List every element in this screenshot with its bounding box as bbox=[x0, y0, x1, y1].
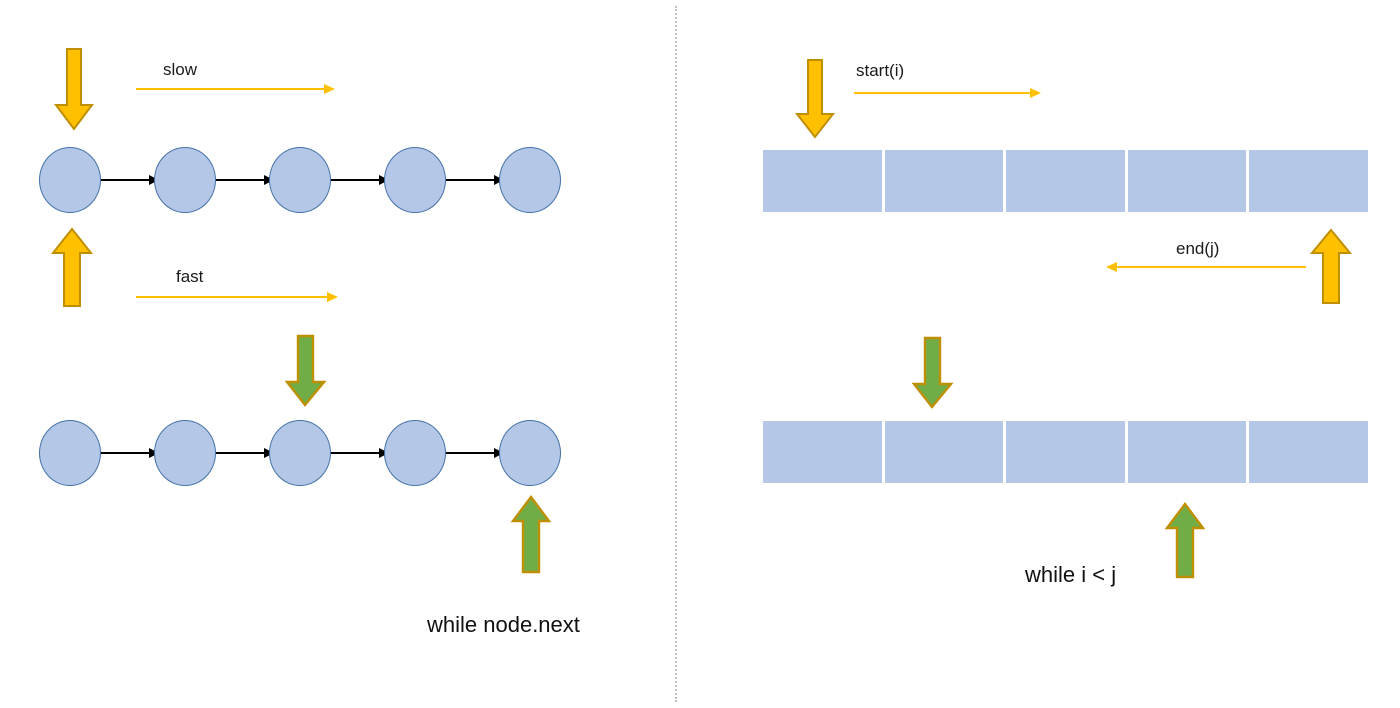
list-node bbox=[384, 147, 446, 213]
left-panel-caption: while node.next bbox=[427, 612, 580, 637]
array-cell bbox=[884, 150, 1004, 212]
link-arrow bbox=[215, 175, 274, 185]
orange-up-arrow-head-bottom bbox=[50, 227, 94, 309]
link-arrow bbox=[445, 448, 504, 458]
list-node bbox=[154, 420, 216, 486]
right-panel-caption: while i < j bbox=[1025, 562, 1117, 587]
list-node bbox=[269, 147, 331, 213]
array-cell bbox=[1006, 421, 1125, 483]
vertical-dotted-divider bbox=[675, 6, 677, 702]
pointer-label-end-j: end(j) bbox=[1176, 239, 1220, 258]
orange-down-arrow-head-top bbox=[54, 47, 94, 132]
array-top bbox=[763, 150, 1368, 212]
array-cell bbox=[884, 421, 1004, 483]
list-node bbox=[499, 147, 561, 213]
array-cell bbox=[763, 421, 882, 483]
link-arrow bbox=[330, 175, 389, 185]
list-node bbox=[384, 420, 446, 486]
link-arrow bbox=[100, 448, 159, 458]
orange-up-arrow-array-end bbox=[1309, 228, 1353, 306]
arrow-head-right-icon bbox=[327, 292, 338, 302]
list-node bbox=[39, 147, 101, 213]
slow-direction-arrow bbox=[136, 84, 335, 94]
link-arrow bbox=[100, 175, 159, 185]
array-cell bbox=[763, 150, 882, 212]
array-cell bbox=[1006, 150, 1125, 212]
end-direction-arrow bbox=[1106, 262, 1306, 272]
green-down-arrow-array-second bbox=[912, 336, 954, 410]
array-two-pointer-panel: start(i) end(j) bbox=[676, 0, 1400, 708]
green-up-arrow-last-node bbox=[509, 495, 553, 575]
link-arrow bbox=[445, 175, 504, 185]
pointer-label-fast: fast bbox=[176, 267, 204, 286]
green-up-arrow-array-fourth bbox=[1163, 502, 1207, 580]
start-direction-arrow bbox=[854, 88, 1041, 98]
pointer-label-slow: slow bbox=[163, 60, 198, 79]
array-cell bbox=[1249, 421, 1368, 483]
list-node bbox=[499, 420, 561, 486]
array-cell bbox=[1127, 421, 1247, 483]
list-node bbox=[39, 420, 101, 486]
pointer-label-start-i: start(i) bbox=[856, 61, 905, 80]
arrow-head-right-icon bbox=[1030, 88, 1041, 98]
green-down-arrow-middle-node bbox=[285, 334, 327, 408]
linked-list-two-pointer-panel: slow fast bbox=[0, 0, 675, 708]
list-node bbox=[269, 420, 331, 486]
link-arrow bbox=[215, 448, 274, 458]
array-cell bbox=[1127, 150, 1247, 212]
fast-direction-arrow bbox=[136, 292, 338, 302]
list-node bbox=[154, 147, 216, 213]
arrow-head-right-icon bbox=[324, 84, 335, 94]
array-bottom bbox=[763, 421, 1368, 483]
orange-down-arrow-array-start bbox=[795, 58, 835, 140]
array-cell bbox=[1249, 150, 1368, 212]
link-arrow bbox=[330, 448, 389, 458]
arrow-head-left-icon bbox=[1106, 262, 1117, 272]
